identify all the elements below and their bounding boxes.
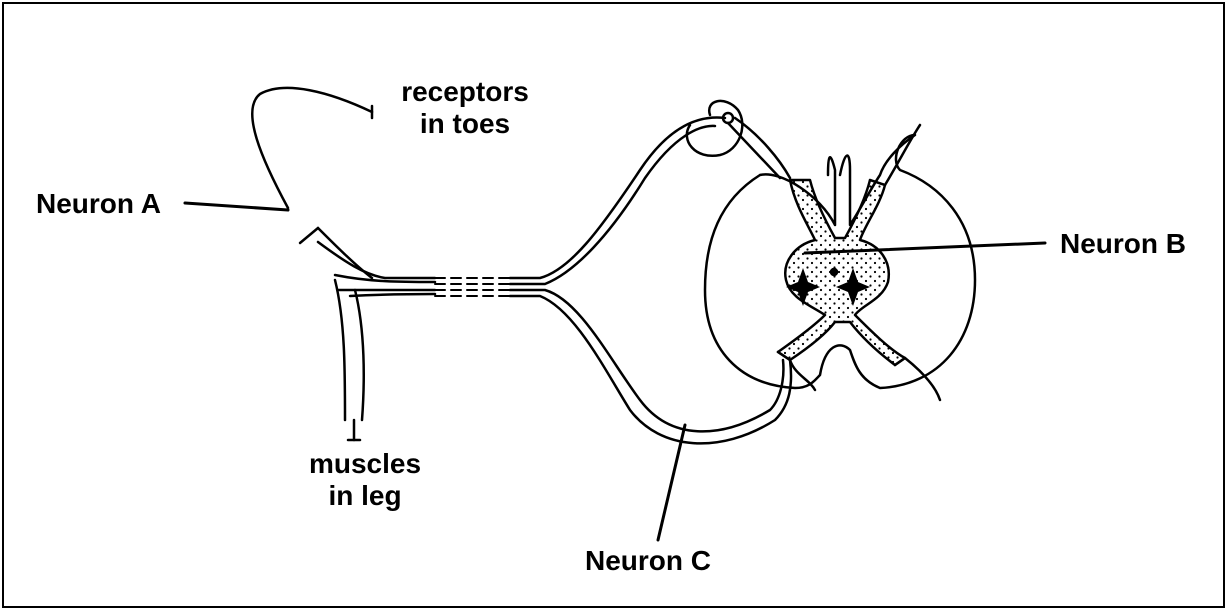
- motor-branch-inner: [355, 290, 364, 420]
- receptors-label-line2: in toes: [385, 108, 545, 140]
- sensory-ending: [252, 88, 372, 208]
- neuron-c-label: Neuron C: [585, 545, 711, 577]
- receptors-label: receptors in toes: [385, 76, 545, 140]
- neuron-a-label: Neuron A: [36, 188, 161, 220]
- neuron-a-fiber: [300, 228, 318, 243]
- sensory-nerve-outer: [318, 242, 435, 278]
- central-canal: [831, 269, 837, 275]
- nerve-trunk-lower: [350, 294, 435, 296]
- neuron-c-leader: [658, 425, 685, 540]
- receptors-label-line1: receptors: [385, 76, 545, 108]
- muscles-label-line2: in leg: [295, 480, 435, 512]
- muscles-label: muscles in leg: [295, 448, 435, 512]
- neuron-b-label: Neuron B: [1060, 228, 1186, 260]
- motor-branch-outer: [335, 280, 345, 420]
- neuron-a-leader: [185, 203, 288, 210]
- muscles-label-line1: muscles: [295, 448, 435, 480]
- grey-matter: [778, 180, 905, 365]
